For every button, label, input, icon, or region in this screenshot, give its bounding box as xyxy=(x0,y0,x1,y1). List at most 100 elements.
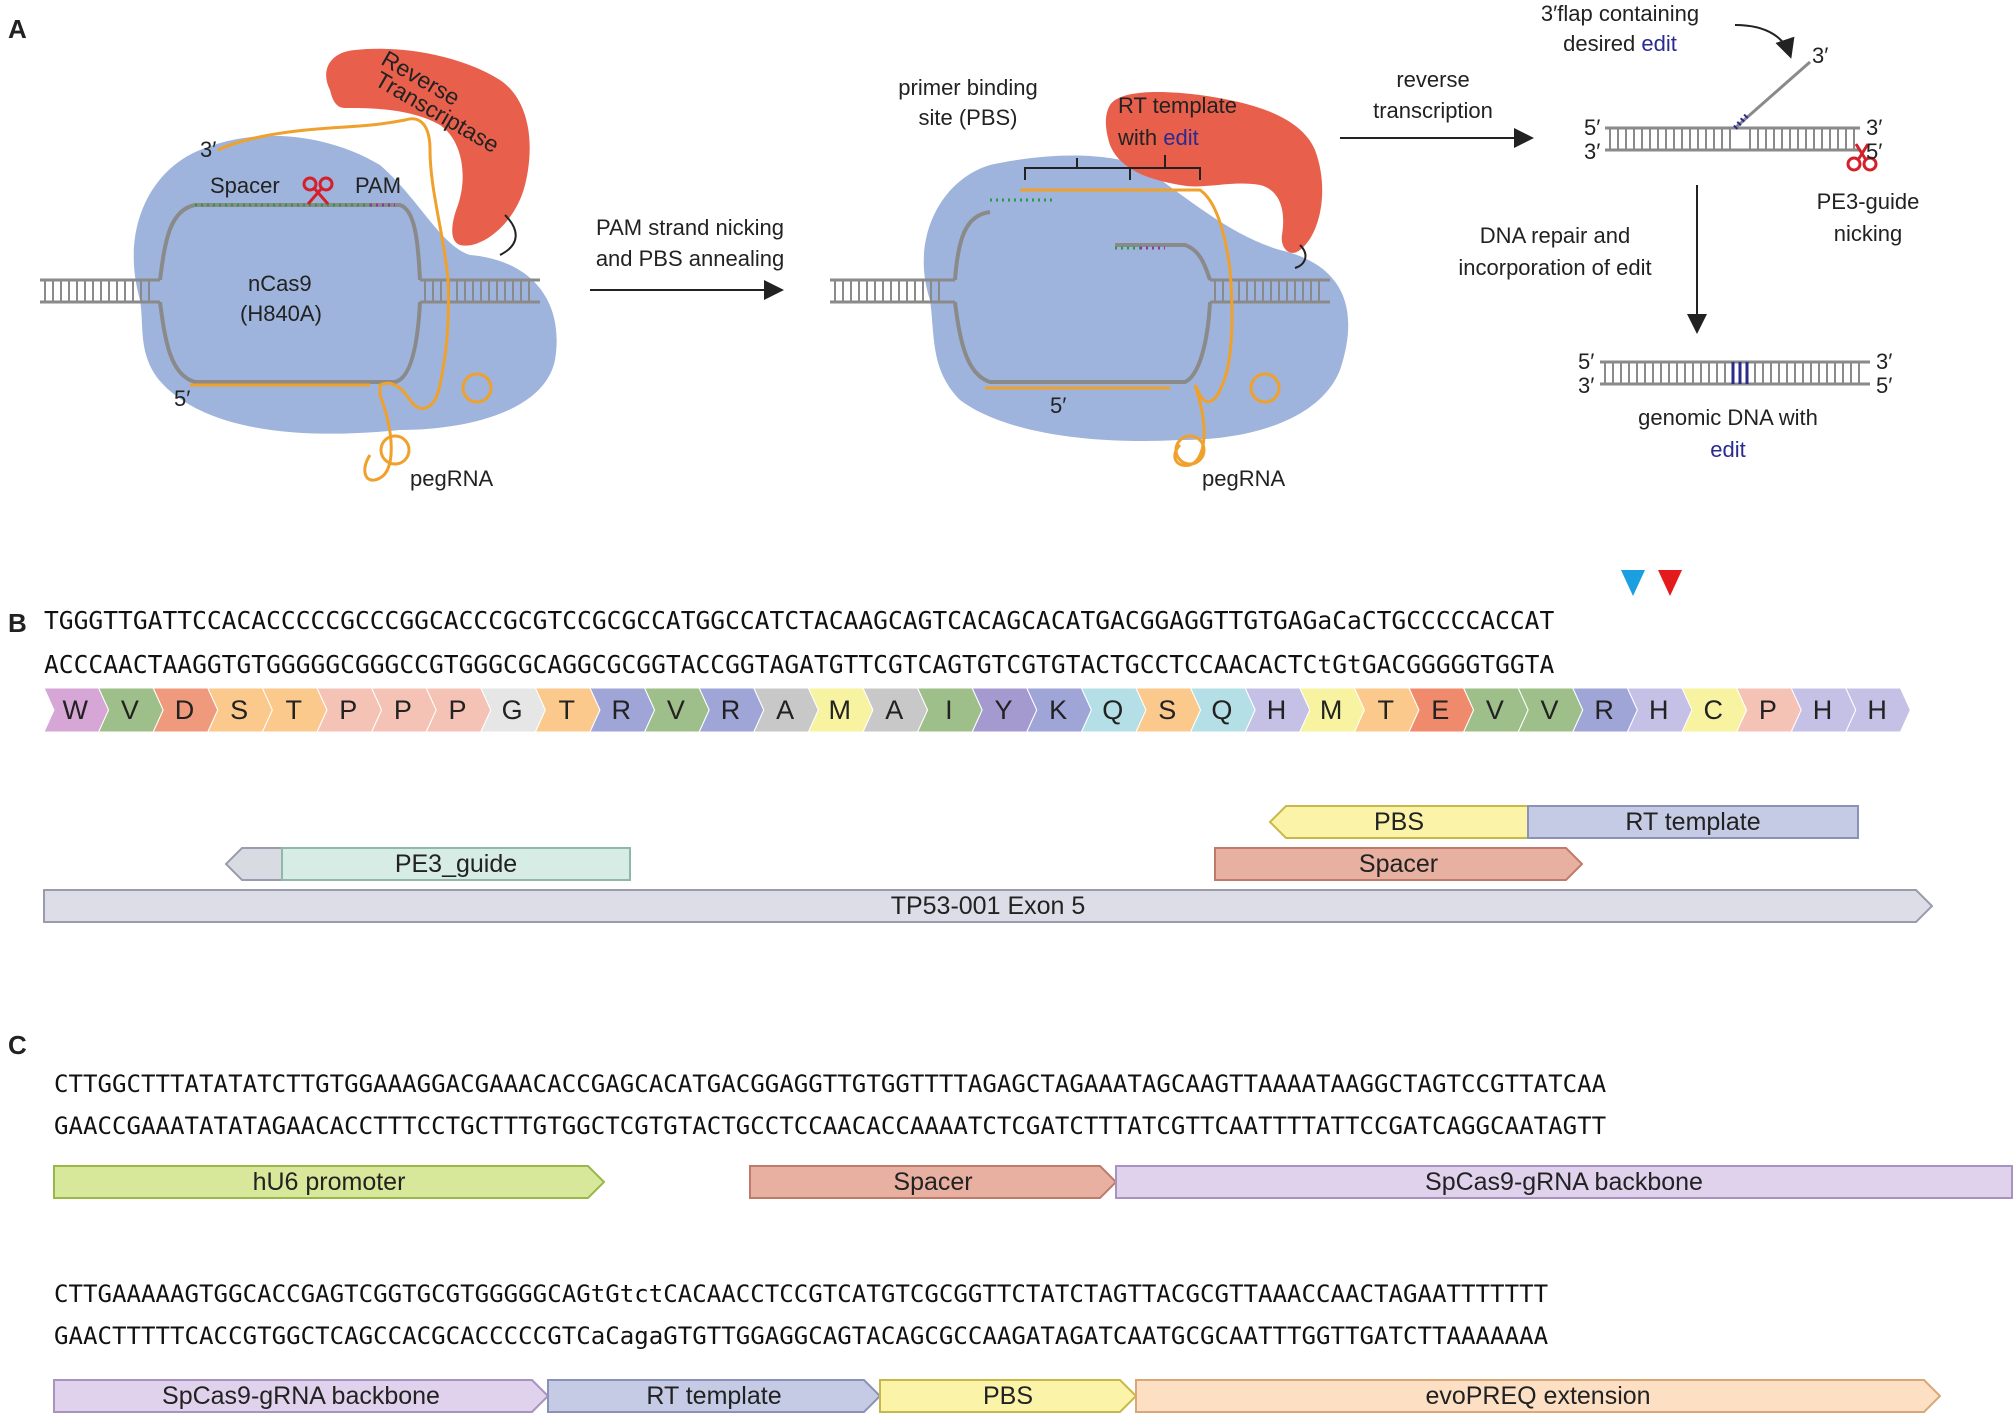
amino-acid-label: R xyxy=(1594,695,1614,725)
flap-desired-text: desired xyxy=(1563,31,1642,56)
five-prime-label-1: 5′ xyxy=(174,386,191,411)
rt-enzyme-2 xyxy=(1105,92,1323,253)
amino-acid-label: Q xyxy=(1102,695,1123,725)
flap-label-line1: 3′flap containing xyxy=(1540,1,1700,26)
genomic-label-edit: edit xyxy=(1710,437,1746,462)
scissors-icon xyxy=(302,176,334,205)
amino-acid-label: V xyxy=(1486,695,1504,725)
pegrna-loop-1a xyxy=(461,372,493,404)
amino-acid-label: S xyxy=(230,695,248,725)
rt-linker-1 xyxy=(499,214,517,256)
amino-acid-label: P xyxy=(1759,695,1777,725)
final-3a: 3′ xyxy=(1578,373,1595,398)
hu6-promoter-feature-label: hU6 promoter xyxy=(253,1168,406,1196)
rt-enzyme-1 xyxy=(326,48,530,246)
amino-acid-label: T xyxy=(558,695,575,725)
flap-dna xyxy=(1605,24,1878,172)
pe3-label-line2: nicking xyxy=(1833,221,1903,246)
seq-bottom-edit1: t xyxy=(1317,650,1333,679)
seq-bottom-part1: ACCCAACTAAGGTGTGGGGGCGGGCCGTGGGCGCAGGCGC… xyxy=(44,650,1318,679)
pegrna-label-2: pegRNA xyxy=(1202,466,1286,491)
rt-with-text: with xyxy=(1118,125,1164,150)
pegrna-loop-1b xyxy=(379,434,411,466)
rt-template-feature xyxy=(1527,805,1859,839)
amino-acid-label: H xyxy=(1267,695,1287,725)
backbone-feature-2 xyxy=(53,1379,550,1413)
amino-acid-label: W xyxy=(63,695,89,725)
h840a-label: (H840A) xyxy=(240,301,322,326)
amino-acid-label: A xyxy=(885,695,903,725)
pe3-guide-feature-label: PE3_guide xyxy=(395,850,517,878)
final-5a: 5′ xyxy=(1578,349,1595,374)
amino-acid-label: P xyxy=(448,695,466,725)
rt-edit-text: edit xyxy=(1163,125,1199,150)
seq-bottom-mid: G xyxy=(1332,650,1347,679)
flap-3b: 3′ xyxy=(1866,115,1883,140)
seq-bottom-part2: GACGGGGGTGGTA xyxy=(1361,650,1555,679)
panel-b-seq-bottom: ACCCAACTAAGGTGTGGGGGCGGGCCGTGGGCGCAGGCGC… xyxy=(44,650,1554,679)
pegrna-label-1: pegRNA xyxy=(410,466,494,491)
amino-acid-label: H xyxy=(1867,695,1887,725)
cas9-blob-2 xyxy=(923,155,1349,441)
panel-label-c: C xyxy=(8,1030,27,1060)
blue-marker-icon xyxy=(1621,570,1645,596)
evopreq-feature xyxy=(1135,1379,1942,1413)
repair-label-line2: incorporation of edit xyxy=(1458,255,1652,280)
backbone-feature-1-label: SpCas9-gRNA backbone xyxy=(1425,1168,1703,1196)
panel-c-row2-top: CTTGAAAAAGTGGCACCGAGTCGGTGCGTGGGGGCAGtGt… xyxy=(54,1280,1549,1308)
amino-acid-label: S xyxy=(1158,695,1176,725)
panel-label-a: A xyxy=(8,14,27,44)
spacer-feature-b xyxy=(1214,847,1584,881)
cas9-blob-1 xyxy=(133,135,557,434)
rev-label-line2: transcription xyxy=(1373,98,1493,123)
five-prime-label-2: 5′ xyxy=(1050,393,1067,418)
spacer-label-a: Spacer xyxy=(210,173,280,198)
amino-acid-label: P xyxy=(394,695,412,725)
pbs-feature xyxy=(1268,805,1529,839)
stage1-complex xyxy=(40,48,557,482)
exon-feature xyxy=(43,889,1934,923)
final-3b: 3′ xyxy=(1876,349,1893,374)
amino-acid-label: T xyxy=(285,695,302,725)
pbs-label-line1: primer binding xyxy=(898,75,1038,100)
stage2-complex xyxy=(830,92,1349,467)
panel-b-seq-top: TGGGTTGATTCCACACCCCCGCCCGGCACCCGCGTCCGCG… xyxy=(44,606,1554,635)
seq-bottom-edit2: t xyxy=(1347,650,1362,679)
amino-acid-chevron xyxy=(1845,687,1911,733)
edit-markers xyxy=(1621,570,1682,596)
seq-top-edit1: a xyxy=(1317,606,1333,635)
flap-strand xyxy=(1734,60,1811,130)
ncas9-label: nCas9 xyxy=(248,271,312,296)
dna-bubble-bottom-1 xyxy=(158,301,422,384)
amino-acid-label: D xyxy=(175,695,195,725)
seq-top-part1: TGGGTTGATTCCACACCCCCGCCCGGCACCCGCGTCCGCG… xyxy=(44,606,1318,635)
rt-template-label-line2: with edit xyxy=(1118,124,1199,152)
rev-label-line1: reverse xyxy=(1396,67,1470,92)
seq-top-edit2: a xyxy=(1347,606,1362,635)
flap-3a: 3′ xyxy=(1584,139,1601,164)
amino-acid-label: Q xyxy=(1211,695,1232,725)
amino-acid-label: H xyxy=(1649,695,1669,725)
rt-bracket xyxy=(1129,155,1201,180)
amino-acid-label: H xyxy=(1813,695,1833,725)
pe3-guide-head xyxy=(224,847,283,881)
flap-three-prime: 3′ xyxy=(1812,43,1829,68)
spacer-feature-b-label: Spacer xyxy=(1359,850,1438,878)
evopreq-feature-label: evoPREQ extension xyxy=(1425,1382,1650,1410)
pbs-feature-label: PBS xyxy=(1374,808,1424,836)
hu6-promoter-feature xyxy=(53,1165,606,1199)
step1-label-line1: PAM strand nicking xyxy=(596,215,784,240)
amino-acid-label: I xyxy=(945,695,953,725)
flap-5b: 5′ xyxy=(1866,139,1883,164)
pbs-feature-c xyxy=(879,1379,1138,1413)
amino-acid-label: M xyxy=(1320,695,1343,725)
flap-5a: 5′ xyxy=(1584,115,1601,140)
flap-label-line2: desired edit xyxy=(1563,30,1677,58)
repair-label-line1: DNA repair and xyxy=(1479,223,1631,248)
rt-template-feature-c xyxy=(547,1379,882,1413)
amino-acid-label: V xyxy=(1540,695,1558,725)
